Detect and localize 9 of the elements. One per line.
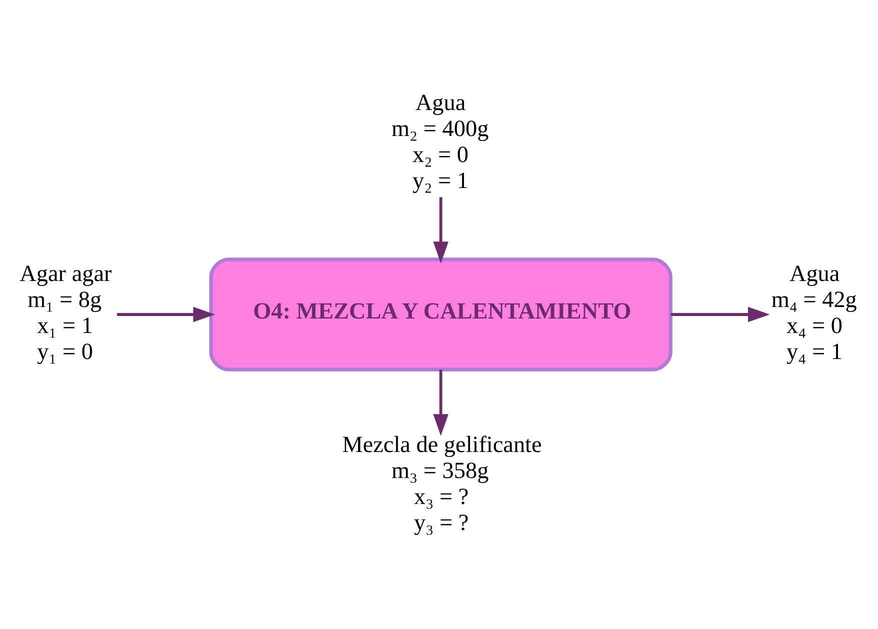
node-text: Mezcla de gelificante m₃ = 358g x₃ = ? y₃ = ? bbox=[342, 432, 542, 536]
node-box: O4: MEZCLA Y CALENTAMIENTO bbox=[209, 258, 672, 372]
node-text: Agar agar m₁ = 8g x₁ = 1 y₁ = 0 bbox=[20, 260, 112, 366]
arrow bbox=[433, 370, 448, 436]
arrow bbox=[433, 197, 448, 264]
arrow bbox=[117, 306, 216, 322]
node-text: Agua m₂ = 400g x₂ = 0 y₂ = 1 bbox=[392, 90, 489, 194]
arrow bbox=[670, 306, 770, 322]
node-text: Agua m₄ = 42g x₄ = 0 y₄ = 1 bbox=[771, 260, 857, 366]
